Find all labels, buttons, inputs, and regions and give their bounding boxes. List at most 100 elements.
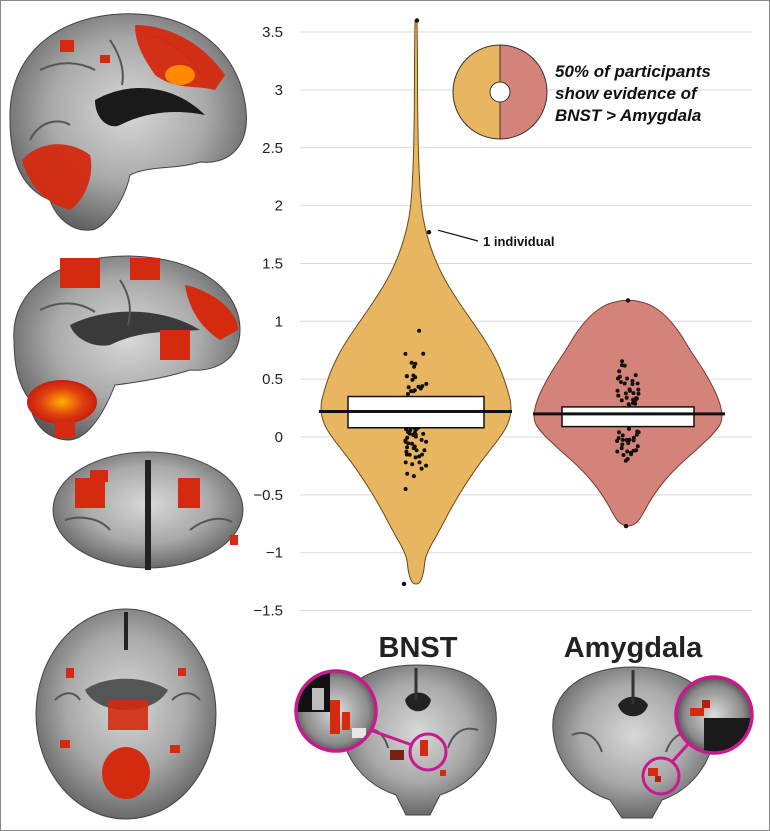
data-point-amygdala — [624, 438, 629, 442]
violin-bnst — [320, 19, 512, 585]
data-point-bnst — [405, 445, 409, 450]
data-point-amygdala — [625, 376, 630, 381]
data-point-amygdala — [625, 449, 630, 454]
data-point-amygdala — [619, 446, 624, 451]
data-point-bnst — [404, 449, 409, 454]
data-point-amygdala — [620, 359, 625, 364]
y-tick-label: 0 — [275, 429, 283, 446]
data-point-bnst — [410, 441, 414, 446]
data-point-bnst — [421, 351, 426, 356]
data-point-bnst — [411, 389, 416, 394]
amygdala-zoom-connector — [670, 740, 692, 764]
inset-pie: 50% of participants show evidence of BNS… — [452, 44, 711, 140]
data-point-bnst — [412, 430, 417, 435]
data-point-amygdala — [628, 388, 632, 393]
annotation-text: 1 individual — [483, 234, 555, 249]
data-point-amygdala — [621, 453, 626, 457]
data-point-bnst — [405, 471, 410, 476]
pie-center-hole — [489, 81, 511, 103]
data-point-bnst — [406, 385, 411, 390]
data-point-amygdala — [630, 382, 635, 387]
data-point-bnst — [407, 431, 412, 436]
data-point-bnst — [422, 448, 427, 453]
data-point-amygdala — [630, 401, 635, 406]
data-point-amygdala — [633, 398, 638, 403]
data-point-bnst — [424, 381, 429, 386]
data-point-amygdala — [627, 437, 632, 442]
bnst-highlight-ring — [408, 732, 448, 772]
y-tick-label: 2 — [275, 198, 283, 215]
data-point-amygdala — [620, 437, 625, 442]
data-point-amygdala — [630, 378, 635, 383]
bnst-zoom-circle — [294, 669, 378, 753]
y-tick-label: −1 — [266, 545, 283, 562]
y-tick-label: −1.5 — [253, 603, 283, 620]
brain-coronal-amygdala — [552, 666, 754, 819]
y-tick-label: 1.5 — [262, 255, 283, 272]
data-point-amygdala-max — [625, 298, 631, 303]
data-point-bnst — [420, 384, 425, 389]
brain-axial — [35, 608, 217, 820]
data-point-bnst — [419, 466, 424, 471]
data-point-bnst — [404, 374, 409, 379]
data-point-bnst-min — [401, 581, 407, 587]
y-tick-label: −0.5 — [253, 487, 283, 504]
amygdala-box — [561, 406, 695, 428]
data-point-bnst — [403, 460, 408, 465]
data-point-bnst — [411, 446, 416, 451]
data-point-bnst — [407, 452, 412, 457]
bnst-zoom-connector — [369, 728, 413, 747]
data-point-bnst — [410, 377, 415, 382]
data-point-bnst — [421, 431, 426, 436]
data-point-bnst — [413, 455, 418, 460]
data-point-bnst — [417, 328, 422, 333]
data-point-amygdala — [619, 398, 624, 403]
data-point-amygdala — [624, 395, 629, 400]
annotation-1-individual: 1 individual — [437, 229, 555, 249]
data-point-bnst — [416, 384, 421, 389]
data-point-amygdala — [616, 393, 621, 398]
pie-slice-amygdala — [499, 44, 548, 140]
data-point-amygdala — [622, 381, 627, 386]
data-point-amygdala — [623, 458, 628, 463]
data-point-amygdala — [635, 444, 640, 449]
y-tick-label: 1 — [275, 313, 283, 330]
amygdala-title: Amygdala — [564, 632, 703, 664]
data-point-amygdala — [615, 449, 620, 454]
data-point-bnst — [413, 375, 418, 380]
data-point-amygdala — [616, 436, 621, 440]
data-point-amygdala — [617, 430, 621, 435]
amygdala-highlight-ring — [641, 756, 681, 796]
data-point-amygdala — [636, 391, 641, 396]
data-point-amygdala — [620, 442, 625, 447]
data-point-amygdala — [615, 439, 620, 443]
pie-text-line-1: 50% of participants — [555, 62, 711, 81]
data-point-amygdala — [631, 391, 636, 396]
data-point-amygdala — [615, 388, 620, 393]
data-point-bnst — [413, 361, 418, 366]
data-point-bnst — [403, 438, 408, 443]
data-point-amygdala — [629, 452, 634, 457]
brain-coronal-bnst — [294, 664, 497, 816]
annotation-leader-line — [437, 229, 479, 242]
data-point-amygdala — [634, 432, 639, 437]
data-point-bnst — [412, 364, 417, 369]
data-point-amygdala — [626, 441, 631, 446]
amygdala-zoom-circle — [674, 675, 754, 755]
data-point-bnst — [414, 448, 419, 453]
data-point-bnst — [417, 460, 422, 465]
data-point-bnst — [405, 392, 410, 396]
data-point-bnst — [424, 463, 429, 468]
data-point-bnst — [403, 487, 408, 491]
data-point-bnst — [409, 360, 414, 365]
data-point-amygdala — [617, 374, 622, 379]
data-point-amygdala — [627, 426, 631, 431]
data-point-amygdala — [635, 381, 640, 386]
y-tick-label: 2.5 — [262, 140, 283, 157]
data-point-bnst — [406, 441, 411, 446]
data-point-bnst — [410, 462, 415, 467]
bnst-title: BNST — [379, 632, 458, 664]
y-tick-label: 3.5 — [262, 24, 283, 41]
